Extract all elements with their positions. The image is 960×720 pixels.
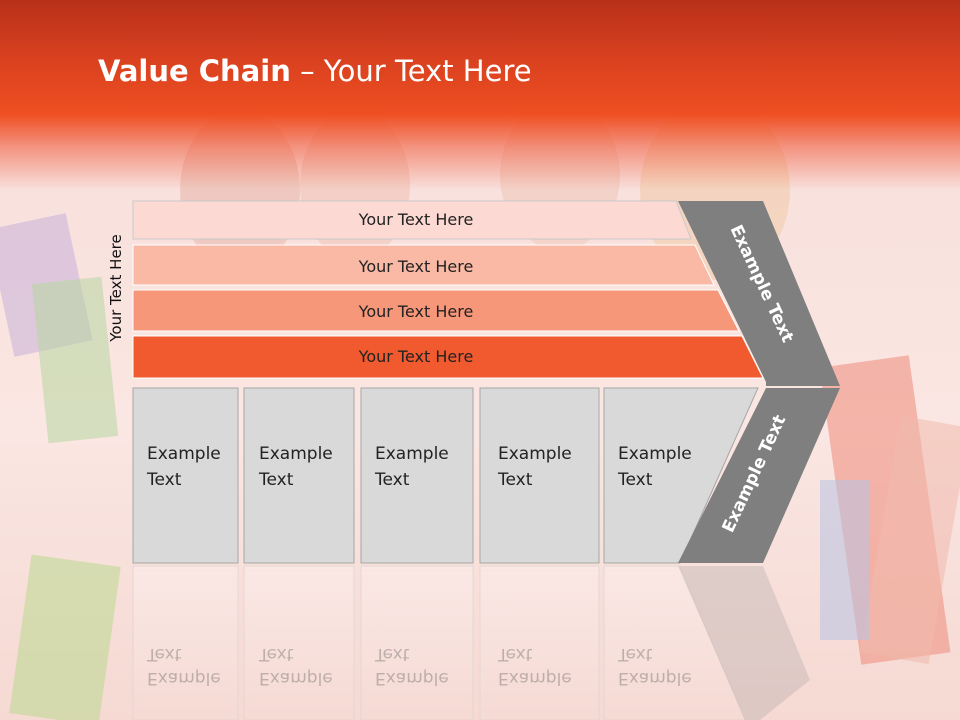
band-label: Your Text Here [358,347,474,366]
reflection-label: Example [259,668,333,688]
primary-activity-box[interactable]: Example Text [479,387,600,564]
band-shape [132,244,715,286]
box-label-line2: Text [374,470,410,490]
box-shape [132,387,239,564]
reflection-box [243,565,355,720]
band-shape [132,200,692,240]
title-bold: Value Chain [98,54,291,88]
reflection-text: Example Text Example Text Example Text E… [146,644,692,688]
box-shape [243,387,355,564]
reflection-label: Text [617,644,653,664]
box-label-line2: Text [146,470,182,490]
reflection-box [603,565,746,720]
reflection-label: Text [146,644,182,664]
box-shape [360,387,474,564]
box-label-line1: Example [259,444,333,464]
header-banner [0,0,960,190]
support-band[interactable]: Your Text Here [132,289,740,332]
reflection-box [132,565,239,720]
box-label-line2: Text [258,470,294,490]
reflection-arrow [678,566,810,720]
reflection-box [360,565,474,720]
primary-activity-box[interactable]: Example Text [603,387,759,564]
band-label: Your Text Here [358,210,474,229]
title-rest: – Your Text Here [290,54,532,88]
box-label-line1: Example [498,444,572,464]
reflection-label: Example [375,668,449,688]
arrow-bottom-shape [678,388,840,563]
support-band[interactable]: Your Text Here [132,244,715,286]
page-title: Value Chain – Your Text Here [98,54,532,88]
box-label-line1: Example [147,444,221,464]
band-label: Your Text Here [358,257,474,276]
box-label-line1: Example [618,444,692,464]
box-label-line2: Text [617,470,653,490]
shopping-bag-image [820,480,870,640]
reflection-label: Text [258,644,294,664]
box-shape [479,387,600,564]
band-shape [132,335,764,379]
reflection-box [479,565,600,720]
reflection-label: Text [497,644,533,664]
reflection-label: Example [618,668,692,688]
primary-activity-box[interactable]: Example Text [132,387,239,564]
support-band[interactable]: Your Text Here [132,335,764,379]
reflection-label: Example [498,668,572,688]
band-label: Your Text Here [358,302,474,321]
reflection-label: Example [147,668,221,688]
arrow-top-shape [678,201,840,386]
band-shape [132,289,740,332]
reflection [132,565,810,720]
box-label-line2: Text [497,470,533,490]
support-band[interactable]: Your Text Here [132,200,692,240]
primary-activity-box[interactable]: Example Text [243,387,355,564]
primary-activity-box[interactable]: Example Text [360,387,474,564]
reflection-label: Text [374,644,410,664]
box-label-line1: Example [375,444,449,464]
margin-arrow-bottom[interactable]: Example Text [678,388,840,563]
